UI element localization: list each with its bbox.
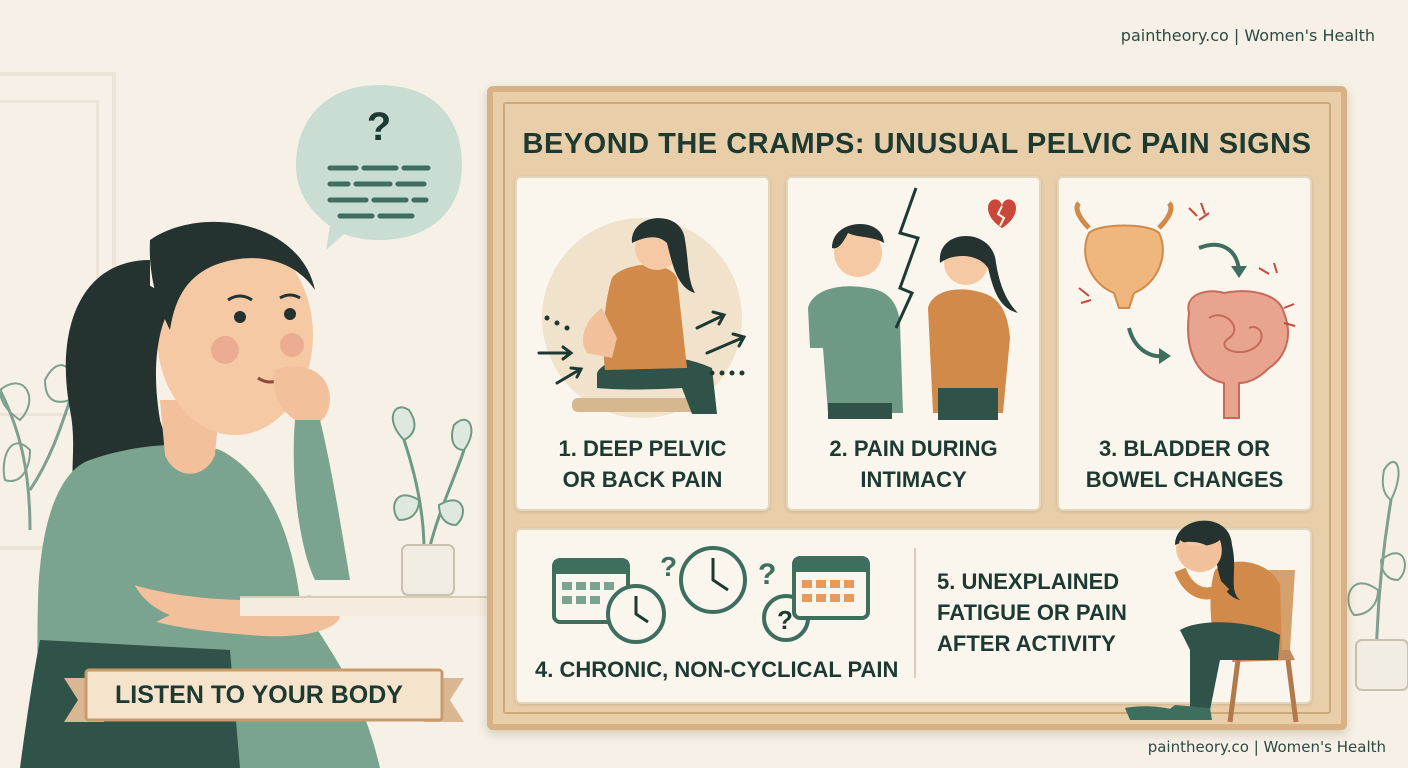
bladder-bowel-illustration [1074,201,1296,419]
card-divider [914,548,916,678]
couple-illustration [808,187,1018,420]
speech-bubble: ? [296,85,462,250]
plant-table-illustration [391,406,473,596]
sign-4-label: 4. CHRONIC, NON-CYCLICAL PAIN [535,657,899,682]
brand-header: paintheory.co | Women's Health [1120,26,1375,45]
fatigued-woman-illustration [1125,520,1299,723]
question-mark-icon: ? [367,105,391,149]
back-pain-illustration [537,218,747,418]
plant-right-illustration [1347,461,1408,691]
svg-text:?: ? [758,558,776,591]
background-window-pane [0,100,99,416]
calendar-icon [792,556,870,620]
listen-banner-text: LISTEN TO YOUR BODY [114,681,403,709]
brand-footer: paintheory.co | Women's Health [1147,738,1386,756]
svg-text:?: ? [777,605,793,635]
calendar-clock-illustration: ? ? ? [552,546,870,644]
svg-text:?: ? [660,551,677,582]
table-surface [240,596,490,616]
listen-banner [64,668,464,722]
infographic-title: BEYOND THE CRAMPS: UNUSUAL PELVIC PAIN S… [522,128,1312,160]
